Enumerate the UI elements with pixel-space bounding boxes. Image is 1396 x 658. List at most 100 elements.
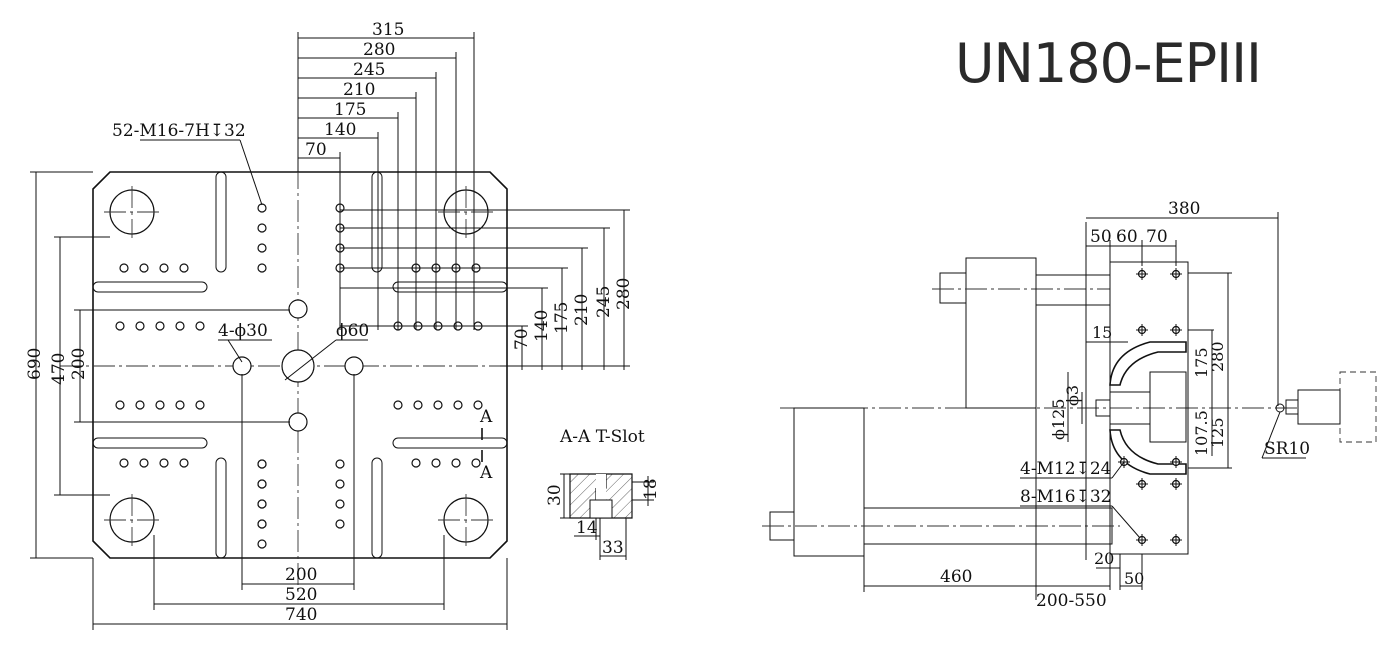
dim-125-side: 125 <box>1208 417 1227 448</box>
tapped-hole <box>155 400 165 410</box>
tapped-hole <box>119 263 129 273</box>
t-slot <box>92 437 208 449</box>
tapped-hole <box>159 263 169 273</box>
dim-380: 380 <box>1168 199 1200 219</box>
top-dim-label: 315 <box>372 20 404 40</box>
tapped-hole <box>115 321 125 331</box>
dim-520: 520 <box>285 585 317 605</box>
dim-20: 20 <box>1094 549 1114 568</box>
tapped-hole <box>257 539 267 549</box>
tapped-hole <box>453 400 463 410</box>
dim-phi3: ϕ3 <box>1063 385 1082 406</box>
holes-m16-callout: 8-M16↧32 <box>1020 487 1111 507</box>
lower-cylinder <box>793 407 865 557</box>
tapped-hole <box>393 400 403 410</box>
cylinder-rod <box>939 272 967 304</box>
right-dim-label: 140 <box>532 310 552 342</box>
dim-690: 690 <box>25 348 45 380</box>
tapped-hole <box>411 458 421 468</box>
pin-hole <box>232 356 252 376</box>
t-slot <box>371 171 383 273</box>
tapped-hole <box>159 458 169 468</box>
right-dim-label: 280 <box>614 278 634 310</box>
tapped-hole <box>257 243 267 253</box>
tapped-hole <box>473 400 483 410</box>
t-slot-section: A-A T-Slot 30 18 14 33 <box>545 427 661 560</box>
tapped-hole <box>195 400 205 410</box>
t-slot <box>371 457 383 559</box>
tapped-hole <box>135 400 145 410</box>
bush-top <box>1109 341 1187 386</box>
platen-outline <box>92 171 508 559</box>
right-dim-label: 210 <box>572 294 592 326</box>
top-dim-label: 70 <box>305 140 327 160</box>
dim-50-bottom: 50 <box>1124 569 1144 588</box>
dim-15: 15 <box>1092 323 1112 342</box>
tapped-hole <box>257 263 267 273</box>
pin-hole-callout: 4-ϕ30 <box>218 321 268 341</box>
t-slot-title: A-A T-Slot <box>559 427 645 447</box>
tapped-hole <box>335 499 345 509</box>
dim-50-top: 50 <box>1090 227 1112 247</box>
dim-sr10: SR10 <box>1264 439 1310 459</box>
tapped-hole <box>335 519 345 529</box>
tapped-hole <box>115 400 125 410</box>
tapped-hole <box>257 203 267 213</box>
holes-m12-callout: 4-M12↧24 <box>1020 459 1111 479</box>
top-dim-label: 210 <box>343 80 375 100</box>
t-slot <box>215 457 227 559</box>
dim-33: 33 <box>602 538 624 558</box>
dim-740: 740 <box>285 605 317 625</box>
dim-30: 30 <box>545 484 565 506</box>
center-hole-callout: ϕ60 <box>336 321 369 341</box>
t-slot <box>392 437 508 449</box>
dim-70-top: 70 <box>1146 227 1168 247</box>
top-dim-label: 140 <box>324 120 356 140</box>
cylinder-body <box>965 257 1037 409</box>
dim-200-left: 200 <box>69 348 89 380</box>
tapped-hole <box>257 223 267 233</box>
t-slot <box>215 171 227 273</box>
right-dim-label: 245 <box>594 286 614 318</box>
tapped-hole <box>175 400 185 410</box>
section-mark-top: A <box>479 407 493 427</box>
tapped-hole <box>257 479 267 489</box>
dim-14: 14 <box>576 518 598 538</box>
pin-hole <box>344 356 364 376</box>
tapped-hole <box>257 459 267 469</box>
nozzle-outline <box>1339 371 1377 443</box>
dim-107-5: 107.5 <box>1192 410 1211 456</box>
dim-280-side: 280 <box>1208 341 1227 372</box>
bush-bottom <box>1109 429 1187 475</box>
tapped-hole <box>413 400 423 410</box>
t-slot <box>92 281 208 293</box>
pin-hole <box>288 412 308 432</box>
tapped-hole <box>431 458 441 468</box>
dim-60: 60 <box>1116 227 1138 247</box>
ejector-plate <box>1149 371 1187 443</box>
dim-470: 470 <box>49 353 69 385</box>
dim-200-550: 200-550 <box>1036 591 1107 611</box>
tapped-hole <box>139 458 149 468</box>
tapped-hole <box>257 499 267 509</box>
tapped-hole <box>179 263 189 273</box>
tapped-hole-callout: 52-M16-7H↧32 <box>112 121 246 141</box>
center-hole <box>281 349 315 383</box>
pin-hole <box>288 299 308 319</box>
tapped-hole <box>135 321 145 331</box>
tapped-hole <box>139 263 149 273</box>
right-dim-label: 70 <box>512 328 532 350</box>
tapped-hole <box>195 321 205 331</box>
right-dim-label: 175 <box>552 302 572 334</box>
top-dim-label: 245 <box>353 60 385 80</box>
dim-phi125: ϕ125 <box>1049 399 1068 440</box>
top-dim-label: 280 <box>363 40 395 60</box>
tapped-hole <box>451 458 461 468</box>
tapped-hole <box>471 458 481 468</box>
t-slot <box>392 281 508 293</box>
tapped-hole <box>155 321 165 331</box>
